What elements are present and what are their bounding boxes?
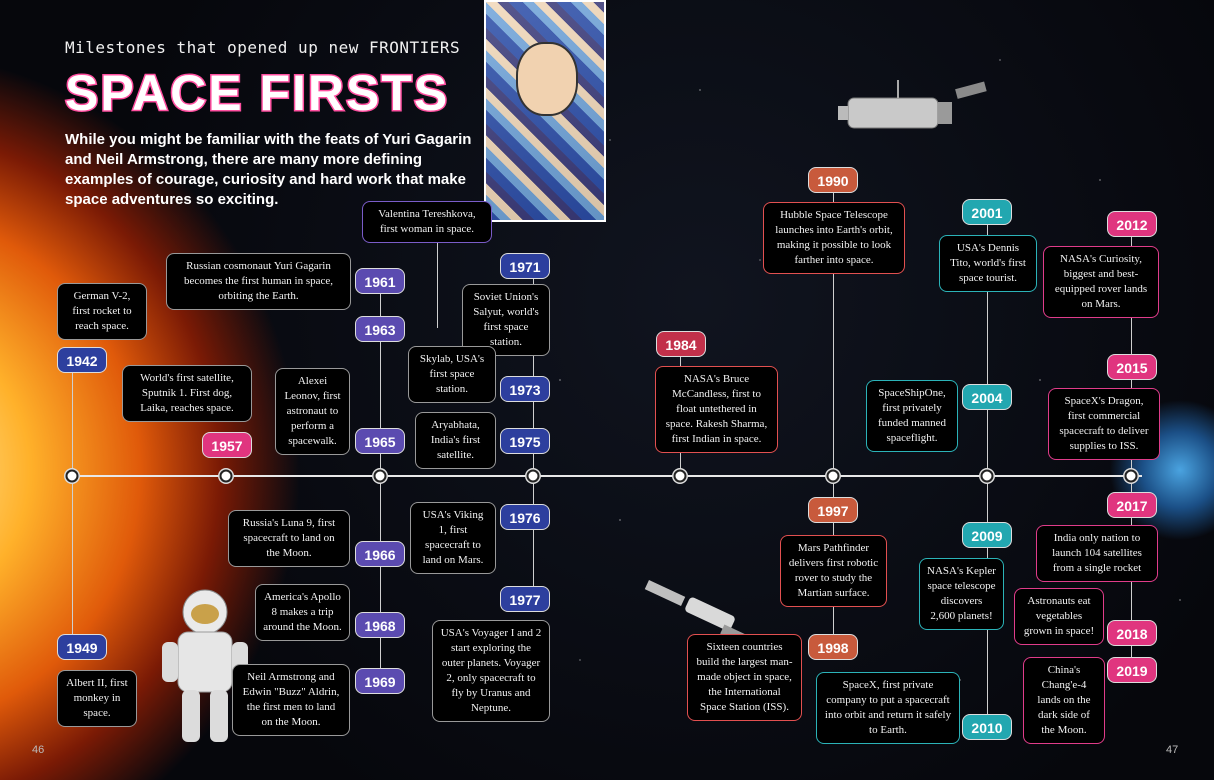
year-badge-1973: 1973 [500,376,550,402]
event-text-1998: Sixteen countries build the largest man-… [687,634,802,721]
year-badge-1942: 1942 [57,347,107,373]
event-text-2012: NASA's Curiosity, biggest and best-equip… [1043,246,1159,318]
year-badge-1963: 1963 [355,316,405,342]
page-number-left: 46 [32,744,45,756]
connector-line [380,292,381,692]
event-text-1977: USA's Voyager I and 2 start exploring th… [432,620,550,722]
timeline-dot [526,469,540,483]
event-text-1990: Hubble Space Telescope launches into Ear… [763,202,905,274]
year-badge-1957: 1957 [202,432,252,458]
connector-line [72,372,73,642]
timeline-axis [72,475,1142,477]
stained-glass-portrait-image [484,0,606,222]
timeline-dot [980,469,994,483]
event-text-1963: Valentina Tereshkova, first woman in spa… [362,201,492,243]
event-text-1968: America's Apollo 8 makes a trip around t… [255,584,350,641]
event-text-1969: Neil Armstrong and Edwin "Buzz" Aldrin, … [232,664,350,736]
connector-line [833,192,834,642]
page-subtitle: Milestones that opened up new FRONTIERS [65,38,461,57]
timeline-dot [1124,469,1138,483]
year-badge-1998: 1998 [808,634,858,660]
event-text-2001: USA's Dennis Tito, world's first space t… [939,235,1037,292]
event-text-1966: Russia's Luna 9, first spacecraft to lan… [228,510,350,567]
event-text-1957: World's first satellite, Sputnik 1. Firs… [122,365,252,422]
page-title: SPACE FIRSTS [63,64,450,123]
year-badge-2015: 2015 [1107,354,1157,380]
hubble-telescope-image [838,80,987,129]
event-text-1942: German V-2, first rocket to reach space. [57,283,147,340]
year-badge-1990: 1990 [808,167,858,193]
year-badge-2018: 2018 [1107,620,1157,646]
year-badge-2010: 2010 [962,714,1012,740]
year-badge-1961: 1961 [355,268,405,294]
event-text-2004: SpaceShipOne, first privately funded man… [866,380,958,452]
year-badge-1976: 1976 [500,504,550,530]
intro-paragraph: While you might be familiar with the fea… [65,131,472,208]
year-badge-2001: 2001 [962,199,1012,225]
timeline-dot [826,469,840,483]
event-text-2018: Astronauts eat vegetables grown in space… [1014,588,1104,645]
timeline-dot [373,469,387,483]
year-badge-2017: 2017 [1107,492,1157,518]
event-text-2017: India only nation to launch 104 satellit… [1036,525,1158,582]
event-text-1973: Skylab, USA's first space station. [408,346,496,403]
year-badge-1977: 1977 [500,586,550,612]
page-number-right: 47 [1166,744,1179,756]
timeline-dot [673,469,687,483]
year-badge-1968: 1968 [355,612,405,638]
year-badge-2009: 2009 [962,522,1012,548]
year-badge-1949: 1949 [57,634,107,660]
year-badge-2019: 2019 [1107,657,1157,683]
year-badge-1971: 1971 [500,253,550,279]
timeline-dot [65,469,79,483]
year-badge-1984: 1984 [656,331,706,357]
year-badge-2004: 2004 [962,384,1012,410]
event-text-1971: Soviet Union's Salyut, world's first spa… [462,284,550,356]
event-text-1965: Alexei Leonov, first astronaut to perfor… [275,368,350,455]
event-text-1949: Albert II, first monkey in space. [57,670,137,727]
year-badge-1969: 1969 [355,668,405,694]
year-badge-1997: 1997 [808,497,858,523]
timeline-dot [219,469,233,483]
event-text-1984: NASA's Bruce McCandless, first to float … [655,366,778,453]
event-text-2010: SpaceX, first private company to put a s… [816,672,960,744]
connector-line [437,240,438,328]
astronaut-image [162,589,248,742]
event-text-1975: Aryabhata, India's first satellite. [415,412,496,469]
event-text-2019: China's Chang'e-4 lands on the dark side… [1023,657,1105,744]
event-text-2015: SpaceX's Dragon, first commercial spacec… [1048,388,1160,460]
year-badge-1975: 1975 [500,428,550,454]
event-text-1997: Mars Pathfinder delivers first robotic r… [780,535,887,607]
event-text-1976: USA's Viking 1, first spacecraft to land… [410,502,496,574]
portrait-face [516,42,578,116]
year-badge-1966: 1966 [355,541,405,567]
event-text-1961: Russian cosmonaut Yuri Gagarin becomes t… [166,253,351,310]
event-text-2009: NASA's Kepler space telescope discovers … [919,558,1004,630]
year-badge-2012: 2012 [1107,211,1157,237]
year-badge-1965: 1965 [355,428,405,454]
